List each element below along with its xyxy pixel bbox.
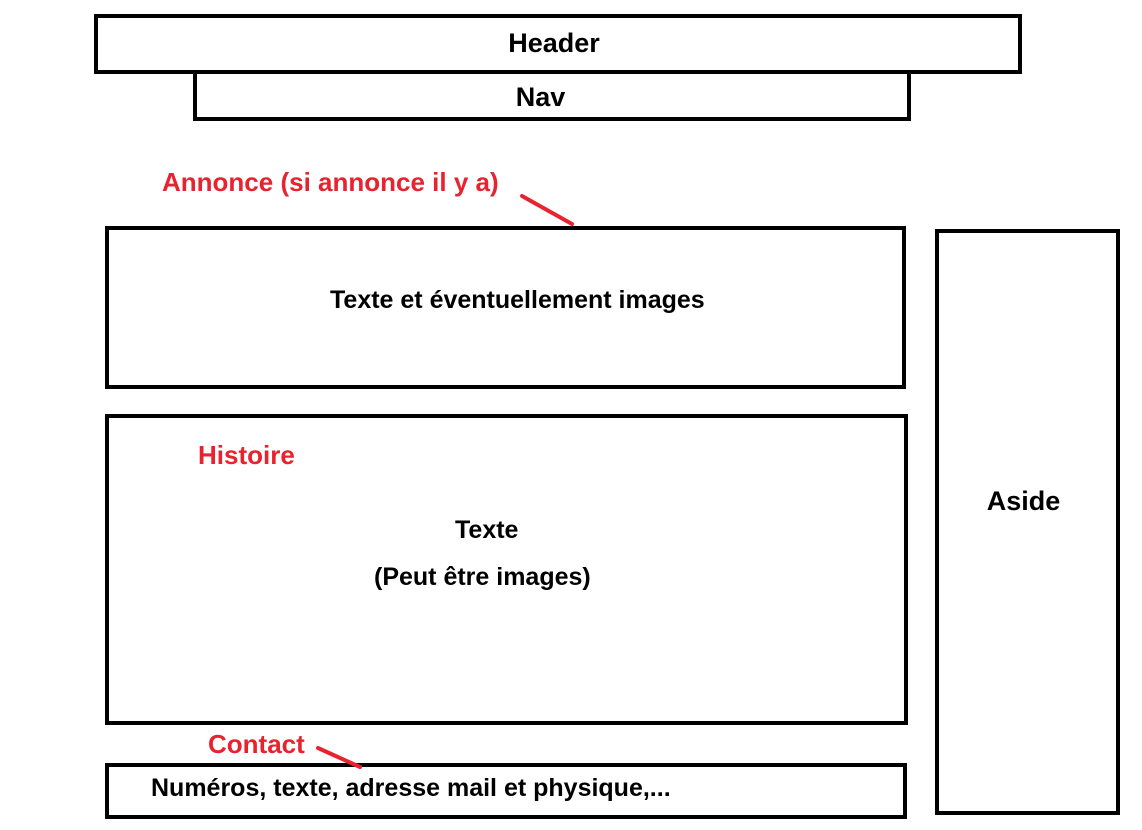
annonce-box [105,226,906,389]
header-label: Header [508,28,600,58]
nav-label: Nav [515,82,566,112]
aside-label: Aside [986,486,1061,516]
histoire-heading: Histoire [198,440,295,470]
histoire-body-line2: (Peut être images) [374,563,591,591]
nav-box [193,70,911,121]
annonce-heading: Annonce (si annonce il y a) [162,167,499,197]
annonce-connector [520,194,574,226]
histoire-body-line1: Texte [455,516,519,544]
annonce-body: Texte et éventuellement images [330,286,705,314]
contact-heading: Contact [208,729,305,759]
contact-body: Numéros, texte, adresse mail et physique… [151,774,671,802]
aside-box [935,229,1120,815]
histoire-box [105,414,908,725]
contact-box [105,763,907,819]
